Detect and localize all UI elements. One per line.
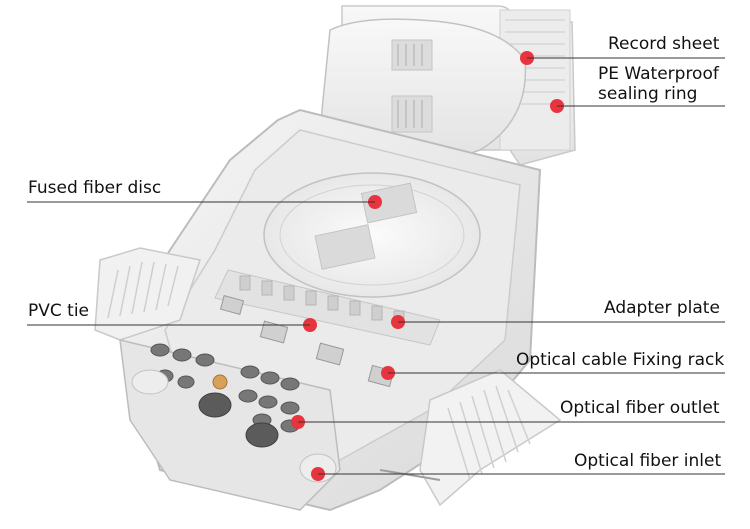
cable-fixing-brackets bbox=[219, 295, 395, 388]
label-optical-cable-fixing-rack: Optical cable Fixing rack bbox=[516, 350, 725, 370]
fused-fiber-disc bbox=[263, 172, 481, 298]
leader-lines bbox=[27, 57, 725, 475]
right-mounting-bracket bbox=[379, 369, 562, 507]
label-pvc-tie: PVC tie bbox=[28, 301, 90, 321]
label-pe-waterproof-line1: PE Waterproof bbox=[598, 64, 719, 84]
label-fused-fiber-disc: Fused fiber disc bbox=[28, 178, 162, 198]
label-adapter-plate: Adapter plate bbox=[604, 298, 720, 318]
label-optical-fiber-inlet: Optical fiber inlet bbox=[574, 451, 722, 471]
left-mounting-bracket bbox=[94, 247, 201, 341]
label-pe-waterproof-line2: sealing ring bbox=[598, 84, 698, 104]
label-record-sheet: Record sheet bbox=[608, 34, 720, 54]
label-optical-fiber-outlet: Optical fiber outlet bbox=[560, 398, 720, 418]
cable-ports bbox=[119, 339, 341, 511]
callout-markers bbox=[291, 51, 564, 481]
